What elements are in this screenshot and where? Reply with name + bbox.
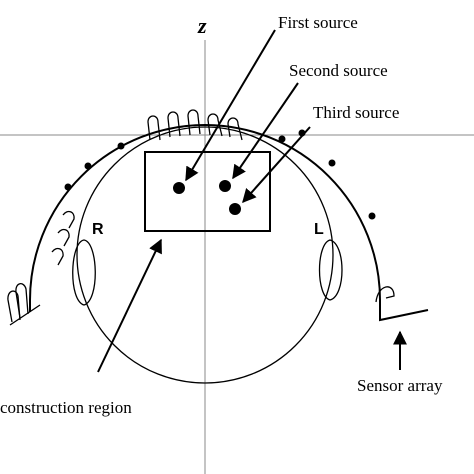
second-source-label: Second source xyxy=(289,61,388,80)
first-source-point xyxy=(173,182,185,194)
second-source-arrow xyxy=(232,82,299,180)
reconstruction-region-arrow xyxy=(97,238,162,373)
sensor-coil-right xyxy=(375,286,395,303)
sensor-coils-top xyxy=(147,109,243,141)
sensor-helmet-arc xyxy=(29,124,429,322)
third-source-label: Third source xyxy=(313,103,399,122)
third-source-point xyxy=(229,203,241,215)
head-outline xyxy=(76,126,334,384)
sensor-dots xyxy=(64,129,376,220)
third-source-arrow xyxy=(242,126,311,204)
sensor-array-label: Sensor array xyxy=(357,376,443,395)
right-ear-label: R xyxy=(92,221,104,238)
z-axis-label: z xyxy=(197,13,207,38)
first-source-label: First source xyxy=(278,13,358,32)
left-ear xyxy=(318,239,343,301)
second-source-point xyxy=(219,180,231,192)
reconstruction-region-label: construction region xyxy=(0,398,132,417)
reconstruction-region-box xyxy=(144,151,271,232)
left-ear-label: L xyxy=(314,221,324,238)
sensor-coils-left xyxy=(7,210,75,326)
first-source-arrow xyxy=(185,29,276,182)
right-ear xyxy=(72,239,96,306)
